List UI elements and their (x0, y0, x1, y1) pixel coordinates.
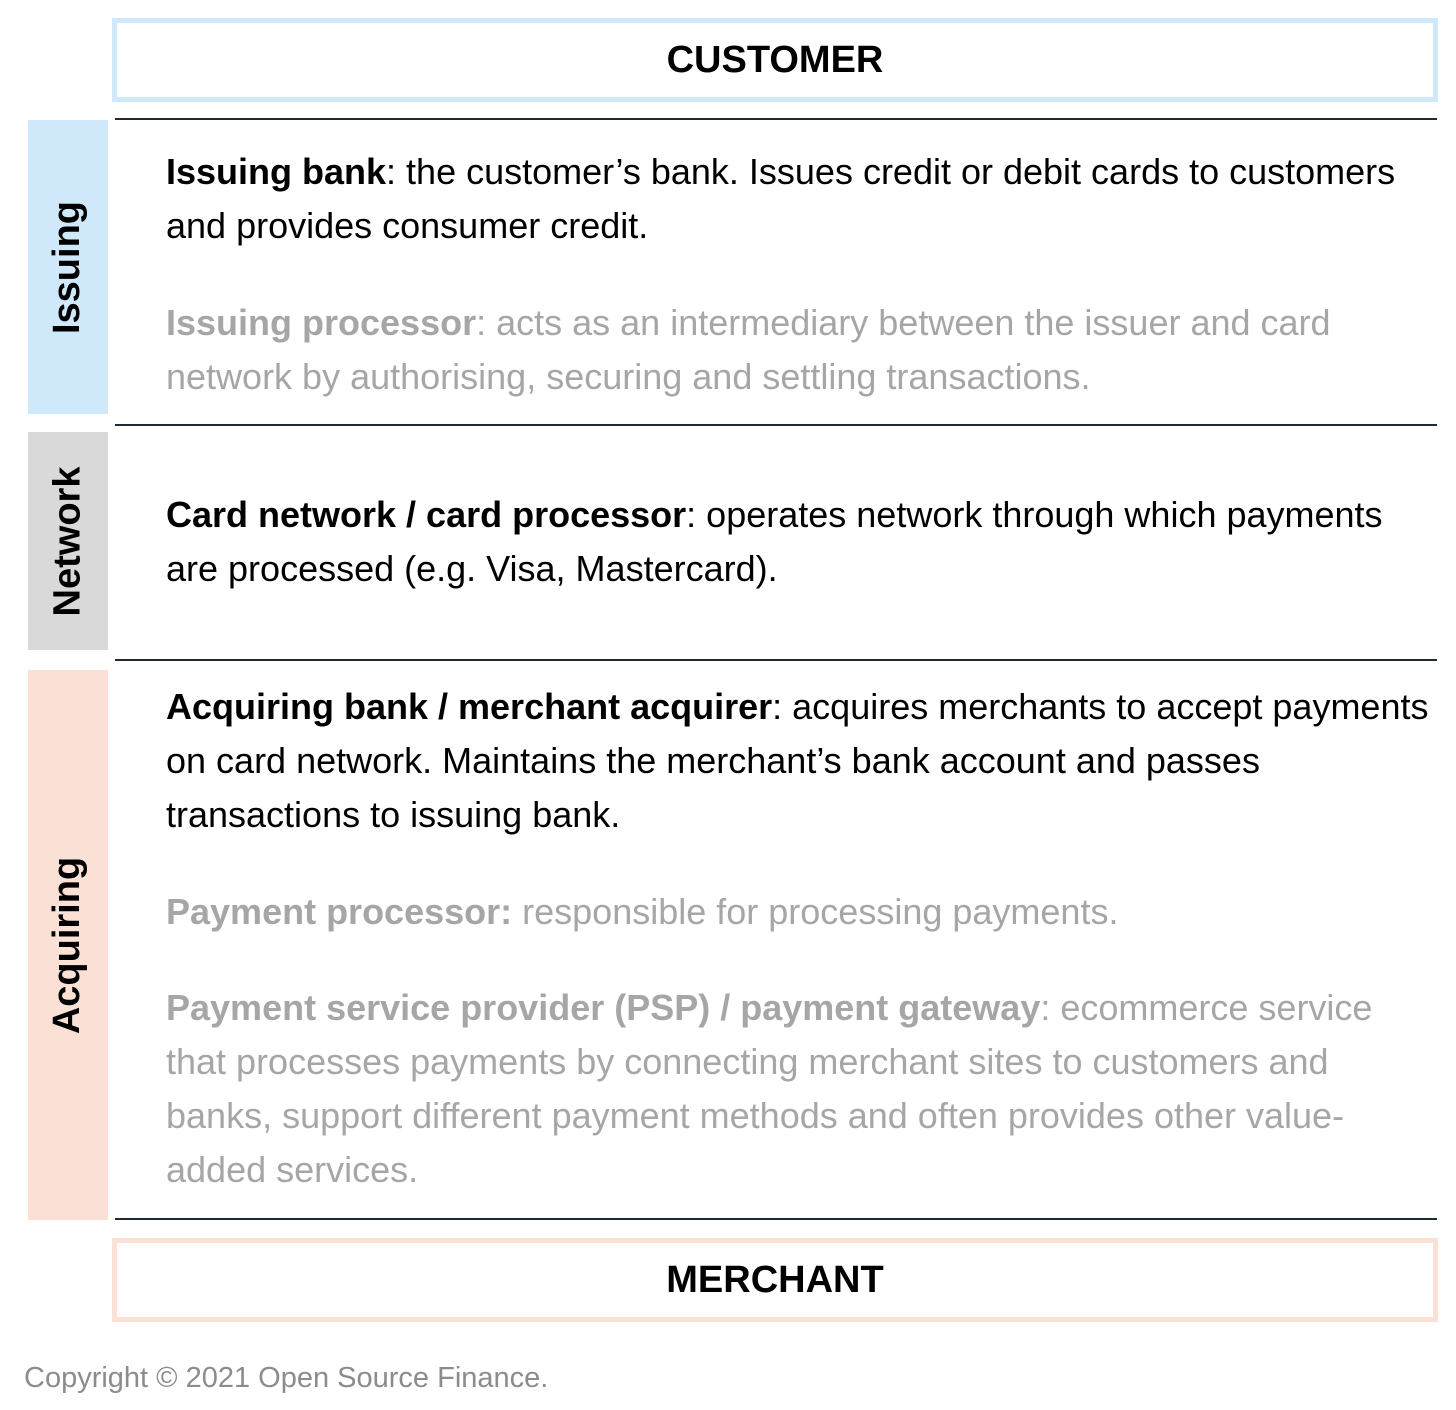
customer-label: CUSTOMER (666, 38, 884, 81)
issuing-label: Issuing (46, 200, 89, 334)
merchant-label: MERCHANT (666, 1258, 884, 1301)
payment-processor-entry: Payment processor: responsible for proce… (166, 885, 1431, 939)
card-network-term: Card network / card processor (166, 494, 687, 535)
acquiring-bank-term: Acquiring bank / merchant acquirer (166, 686, 773, 727)
divider-bottom (115, 1218, 1437, 1220)
merchant-box: MERCHANT (112, 1238, 1438, 1322)
psp-entry: Payment service provider (PSP) / payment… (166, 981, 1431, 1197)
divider-issuing-network (115, 424, 1437, 426)
payment-processor-term: Payment processor: (166, 891, 513, 932)
payment-processor-description: responsible for processing payments. (512, 891, 1119, 932)
issuing-bank-description: : the customer’s bank. Issues credit or … (166, 151, 1396, 246)
issuing-bank-term: Issuing bank (166, 151, 387, 192)
card-network-description: : operates network through which payment… (166, 494, 1383, 589)
divider-top (115, 118, 1437, 120)
acquiring-section-label: Acquiring (28, 670, 108, 1220)
issuing-bank-entry: Issuing bank: the customer’s bank. Issue… (166, 145, 1431, 253)
acquiring-bank-entry: Acquiring bank / merchant acquirer: acqu… (166, 680, 1431, 842)
acquiring-label: Acquiring (46, 856, 89, 1034)
psp-description: : ecommerce service that processes payme… (166, 987, 1373, 1190)
divider-network-acquiring (115, 659, 1437, 661)
customer-box: CUSTOMER (112, 18, 1438, 102)
network-label: Network (46, 466, 89, 616)
issuing-processor-term: Issuing processor (166, 302, 477, 343)
issuing-processor-description: : acts as an intermediary between the is… (166, 302, 1331, 397)
copyright-notice: Copyright © 2021 Open Source Finance. (24, 1362, 549, 1394)
acquiring-bank-description: : acquires merchants to accept payments … (166, 686, 1429, 835)
card-network-entry: Card network / card processor: operates … (166, 488, 1431, 596)
issuing-processor-entry: Issuing processor: acts as an intermedia… (166, 296, 1431, 404)
issuing-section-label: Issuing (28, 120, 108, 414)
network-section-label: Network (28, 432, 108, 650)
psp-term: Payment service provider (PSP) / payment… (166, 987, 1041, 1028)
